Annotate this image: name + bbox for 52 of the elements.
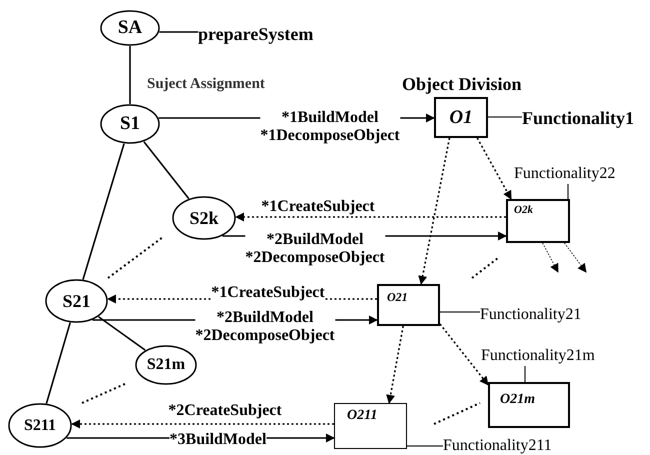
subject-ellipse <box>135 345 197 385</box>
edge-label: *1CreateSubject <box>211 284 325 302</box>
subject-ellipse <box>45 279 108 323</box>
method-label: Functionality21 <box>480 304 604 325</box>
edge-label: *2BuildModel *2DecomposeObject <box>195 309 335 345</box>
object-box <box>377 284 440 326</box>
subject-ellipse <box>100 10 160 46</box>
node-label: S2k <box>189 208 219 228</box>
object-box <box>334 403 407 449</box>
method-label: Functionality1 <box>522 107 648 129</box>
subject-ellipse <box>8 403 72 448</box>
edge-label: *1CreateSubject <box>261 198 375 216</box>
leader-line <box>488 116 522 118</box>
method-label: prepareSystem <box>198 22 350 46</box>
object-box <box>506 199 570 243</box>
node-label: S21m <box>146 356 186 374</box>
connector-line <box>46 322 71 404</box>
connector-line <box>82 143 125 280</box>
object-box <box>488 382 570 428</box>
node-label: O1 <box>448 107 474 129</box>
node-label: O2k <box>514 204 533 216</box>
arrow <box>386 326 404 404</box>
node-label: O211 <box>347 408 378 424</box>
leader-line <box>524 366 526 382</box>
node-label: S21 <box>62 290 90 312</box>
subject-ellipse <box>100 104 160 144</box>
arrow <box>235 212 506 222</box>
node-label: S211 <box>24 416 56 434</box>
edge-label: *1BuildModel *1DecomposeObject <box>260 109 400 145</box>
arrow <box>439 324 489 386</box>
arrow <box>71 420 334 428</box>
node-label: O21m <box>500 392 535 408</box>
connector-line <box>129 46 131 104</box>
method-label: Functionality21m <box>481 345 616 366</box>
heading-label: Object Division <box>402 74 522 95</box>
node-label: O21 <box>387 290 408 305</box>
arrow <box>418 138 450 285</box>
arrow <box>564 242 587 273</box>
connector-line <box>159 31 198 33</box>
connector-line <box>98 316 146 351</box>
object-box <box>434 97 488 138</box>
arrow <box>476 138 512 200</box>
edge-label: *2CreateSubject <box>168 402 282 420</box>
method-label: Functionality211 <box>443 436 573 455</box>
connector-line <box>143 141 190 200</box>
edge-label: *2BuildModel *2DecomposeObject <box>245 231 385 267</box>
heading-label: Suject Assignment <box>147 76 265 93</box>
method-label: Functionality22 <box>514 163 636 184</box>
node-label: SA <box>118 17 142 39</box>
subject-ellipse <box>172 196 236 240</box>
node-label: S1 <box>120 113 140 135</box>
arrow <box>542 242 558 273</box>
